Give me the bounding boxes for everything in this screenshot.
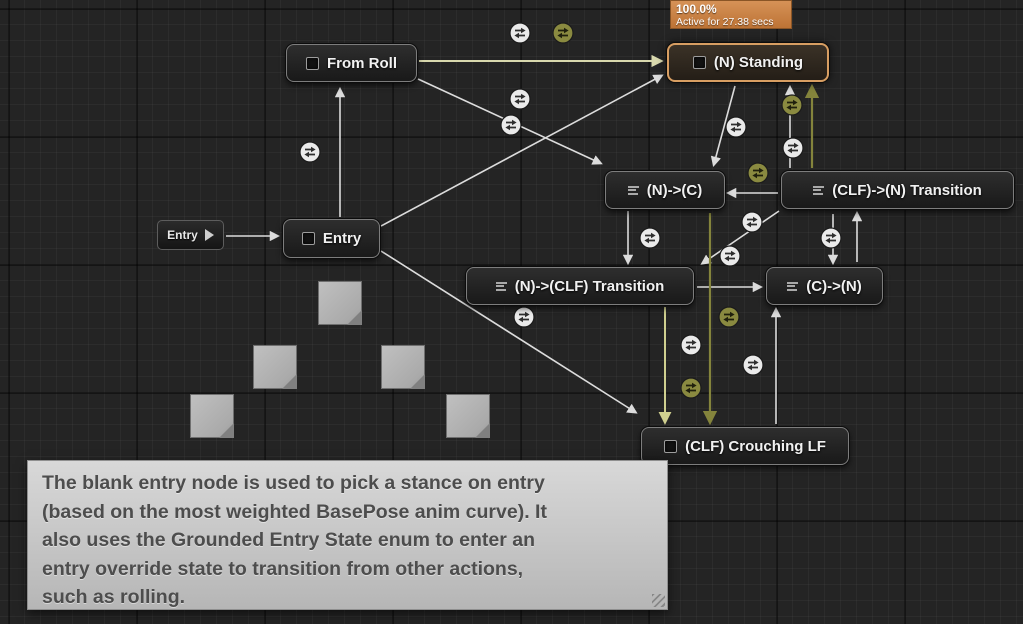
transition-rule-icon[interactable]: [509, 88, 531, 110]
resize-grip-icon[interactable]: [652, 594, 665, 607]
transition-rule-icon[interactable]: [747, 162, 769, 184]
transition-rule-icon[interactable]: [500, 114, 522, 136]
state-machine-icon: [692, 56, 706, 69]
entry-marker-label: Entry: [167, 228, 198, 242]
active-weight-percent: 100.0%: [676, 2, 717, 16]
tooltip-line: (based on the most weighted BasePose ani…: [42, 500, 547, 523]
asset-thumbnail: [381, 345, 425, 389]
graph-node-n-to-c[interactable]: (N)->(C): [605, 171, 725, 209]
asset-thumbnail: [318, 281, 362, 325]
transition-rule-icon[interactable]: [781, 94, 803, 116]
conduit-icon: [627, 185, 639, 196]
transition-rule-icon[interactable]: [552, 22, 574, 44]
node-label: (N)->(CLF) Transition: [514, 277, 665, 295]
transition-rule-icon[interactable]: [718, 306, 740, 328]
node-label: Entry: [322, 230, 362, 247]
conduit-icon: [495, 281, 507, 292]
graph-node-from-roll[interactable]: From Roll: [286, 44, 417, 82]
comment-tooltip-text: The blank entry node is used to pick a s…: [42, 469, 653, 612]
tooltip-line: The blank entry node is used to pick a s…: [42, 472, 545, 494]
tooltip-line: entry override state to transition from …: [42, 557, 524, 580]
transition-rule-icon[interactable]: [509, 22, 531, 44]
entry-marker-node[interactable]: Entry: [157, 220, 224, 250]
transition-edge[interactable]: [380, 250, 638, 414]
state-machine-icon: [664, 439, 678, 453]
conduit-icon: [787, 281, 799, 292]
transition-rule-icon[interactable]: [741, 211, 763, 233]
active-duration-text: Active for 27.38 secs: [676, 16, 774, 28]
graph-node-n-standing[interactable]: (N) Standing: [667, 43, 829, 82]
node-label: (CLF)->(N) Transition: [832, 181, 982, 199]
transition-edge[interactable]: [380, 74, 664, 227]
graph-node-entry[interactable]: Entry: [283, 219, 380, 258]
node-label: (CLF) Crouching LF: [685, 437, 826, 455]
transition-rule-icon[interactable]: [742, 354, 764, 376]
node-label: (N)->(C): [646, 181, 703, 199]
graph-node-clf-crouching-lf[interactable]: (CLF) Crouching LF: [641, 427, 849, 465]
node-label: (C)->(N): [806, 277, 862, 295]
transition-rule-icon[interactable]: [513, 306, 535, 328]
play-triangle-icon: [204, 229, 214, 241]
transition-edge[interactable]: [710, 85, 736, 168]
graph-node-n-to-clf-transition[interactable]: (N)->(CLF) Transition: [466, 267, 694, 305]
state-machine-icon: [306, 56, 319, 70]
conduit-icon: [813, 185, 825, 196]
asset-thumbnail: [253, 345, 297, 389]
graph-node-c-to-n[interactable]: (C)->(N): [766, 267, 883, 305]
transition-rule-icon[interactable]: [719, 245, 741, 267]
transition-rule-icon[interactable]: [680, 377, 702, 399]
asset-thumbnail: [190, 394, 234, 438]
tooltip-line: such as rolling.: [42, 586, 186, 609]
node-label: (N) Standing: [713, 54, 804, 71]
tooltip-line: also uses the Grounded Entry State enum …: [42, 529, 536, 552]
graph-node-clf-to-n-transition[interactable]: (CLF)->(N) Transition: [781, 171, 1014, 209]
transition-rule-icon[interactable]: [639, 227, 661, 249]
transition-rule-icon[interactable]: [680, 334, 702, 356]
transition-rule-icon[interactable]: [299, 141, 321, 163]
transition-rule-icon[interactable]: [782, 137, 804, 159]
transition-rule-icon[interactable]: [820, 227, 842, 249]
asset-thumbnail: [446, 394, 490, 438]
transition-edge[interactable]: [700, 210, 780, 265]
node-label: From Roll: [327, 54, 397, 72]
comment-tooltip: The blank entry node is used to pick a s…: [27, 460, 668, 610]
state-machine-icon: [301, 232, 315, 245]
transition-rule-icon[interactable]: [725, 116, 747, 138]
active-state-tooltip: 100.0% Active for 27.38 secs: [670, 0, 792, 29]
